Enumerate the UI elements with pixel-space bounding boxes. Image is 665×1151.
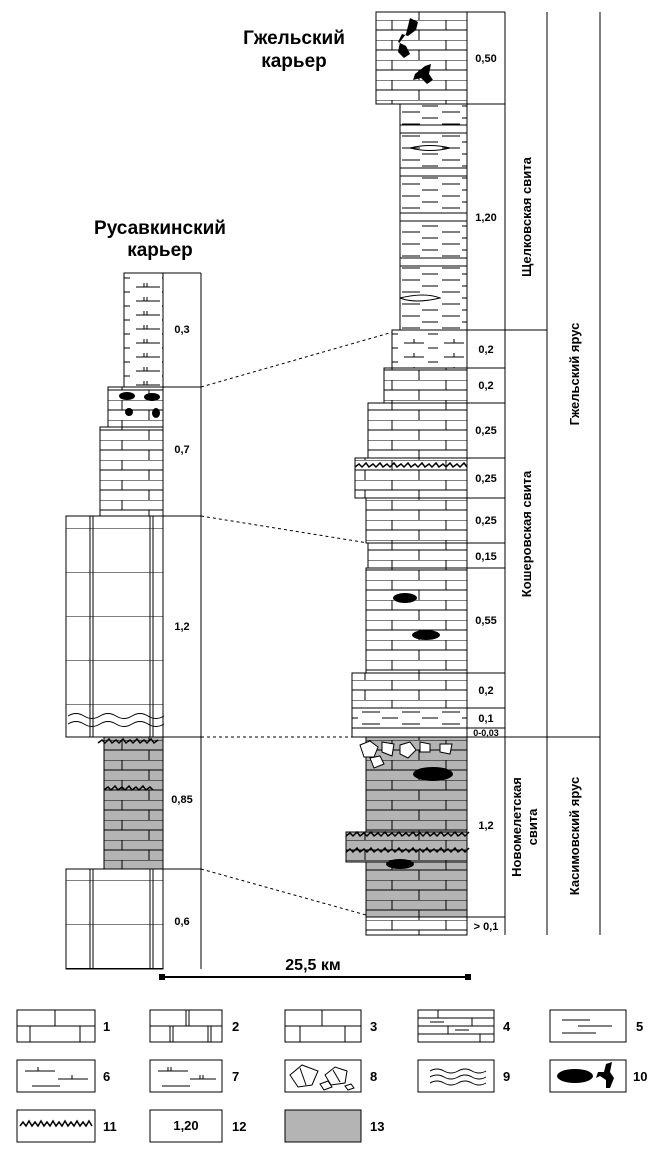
- legend-item-2: 2: [150, 1010, 239, 1042]
- legend-sample-thickness: 1,20: [173, 1118, 198, 1133]
- legend-item-1: 1: [17, 1010, 110, 1042]
- rusavkinsky-thickness-column: 0,3 0,7 1,2 0,85 0,6: [163, 273, 201, 969]
- legend-num-6: 6: [103, 1069, 110, 1084]
- gzhelsky-title-line2: карьер: [261, 51, 327, 72]
- rusavkinsky-title-line2: карьер: [127, 240, 193, 261]
- legend-item-3: 3: [285, 1010, 377, 1042]
- gzhelsky-title-line1: Гжельский: [243, 28, 345, 49]
- formation-kosherovo: Кошеровская свита: [519, 470, 534, 597]
- legend-num-10: 10: [633, 1069, 647, 1084]
- gzhelsky-thickness-11: 0,1: [478, 713, 493, 725]
- rusavkinsky-thickness-2: 0,7: [174, 444, 189, 456]
- legend-num-9: 9: [503, 1069, 510, 1084]
- legend-item-13: 13: [285, 1110, 384, 1142]
- rusavkinsky-thickness-5: 0,6: [174, 916, 189, 928]
- gzhelsky-thickness-12: 0-0,03: [473, 728, 499, 738]
- rusavkinsky-lithology-column: [66, 273, 164, 969]
- gzhelsky-thickness-1: 0,50: [475, 53, 496, 65]
- legend-num-13: 13: [370, 1119, 384, 1134]
- legend-item-11: 11: [17, 1110, 117, 1142]
- stage-kasimovian: Касимовский ярус: [567, 777, 582, 895]
- legend: 1 2 3: [17, 1010, 647, 1142]
- rusavkinsky-title-line1: Русавкинский: [94, 218, 226, 239]
- gzhelsky-thickness-5: 0,25: [475, 425, 496, 437]
- legend-num-2: 2: [232, 1019, 239, 1034]
- legend-num-4: 4: [503, 1019, 511, 1034]
- gzhelsky-lithology-column: [346, 12, 469, 935]
- legend-item-12: 1,20 12: [150, 1110, 246, 1142]
- gzhelsky-thickness-3: 0,2: [478, 344, 493, 356]
- gzhelsky-thickness-6: 0,25: [475, 473, 496, 485]
- legend-item-5: 5: [550, 1010, 643, 1042]
- legend-num-12: 12: [232, 1119, 246, 1134]
- rusavkinsky-thickness-1: 0,3: [174, 324, 189, 336]
- legend-num-1: 1: [103, 1019, 110, 1034]
- formation-novomeletskaya-line2: свита: [525, 808, 540, 846]
- gzhelsky-thickness-9: 0,55: [475, 615, 496, 627]
- legend-item-9: 9: [418, 1060, 510, 1092]
- legend-num-5: 5: [636, 1019, 643, 1034]
- legend-num-7: 7: [232, 1069, 239, 1084]
- legend-num-3: 3: [370, 1019, 377, 1034]
- legend-num-8: 8: [370, 1069, 377, 1084]
- legend-item-8: 8: [285, 1060, 377, 1092]
- gzhelsky-thickness-2: 1,20: [475, 212, 496, 224]
- formation-column: Щелковская свита Кошеровская свита Новом…: [505, 12, 547, 935]
- distance-label: 25,5 км: [285, 957, 340, 974]
- formation-shchelkovo: Щелковская свита: [519, 156, 534, 276]
- gzhelsky-thickness-4: 0,2: [478, 380, 493, 392]
- legend-item-6: 6: [17, 1060, 110, 1092]
- gzhelsky-thickness-14: > 0,1: [474, 921, 499, 933]
- legend-item-7: 7: [150, 1060, 239, 1092]
- gzhelsky-thickness-8: 0,15: [475, 551, 496, 563]
- gzhelsky-thickness-13: 1,2: [478, 820, 493, 832]
- gzhelsky-thickness-7: 0,25: [475, 515, 496, 527]
- distance-scale-bar: 25,5 км: [159, 957, 471, 980]
- stage-column: Гжельский ярус Касимовский ярус: [547, 12, 600, 935]
- rusavkinsky-thickness-3: 1,2: [174, 621, 189, 633]
- formation-novomeletskaya-line1: Новомелетская: [509, 777, 524, 877]
- gzhelsky-thickness-10: 0,2: [478, 685, 493, 697]
- stage-gzhelian: Гжельский ярус: [567, 323, 582, 426]
- gzhelsky-thickness-column: 0,50 1,20 0,2 0,2 0,25 0,25 0,25 0,15 0,…: [467, 12, 505, 935]
- legend-item-4: 4: [418, 1010, 511, 1042]
- legend-item-10: 10: [550, 1060, 647, 1092]
- rusavkinsky-thickness-4: 0,85: [171, 794, 192, 806]
- legend-num-11: 11: [103, 1119, 117, 1134]
